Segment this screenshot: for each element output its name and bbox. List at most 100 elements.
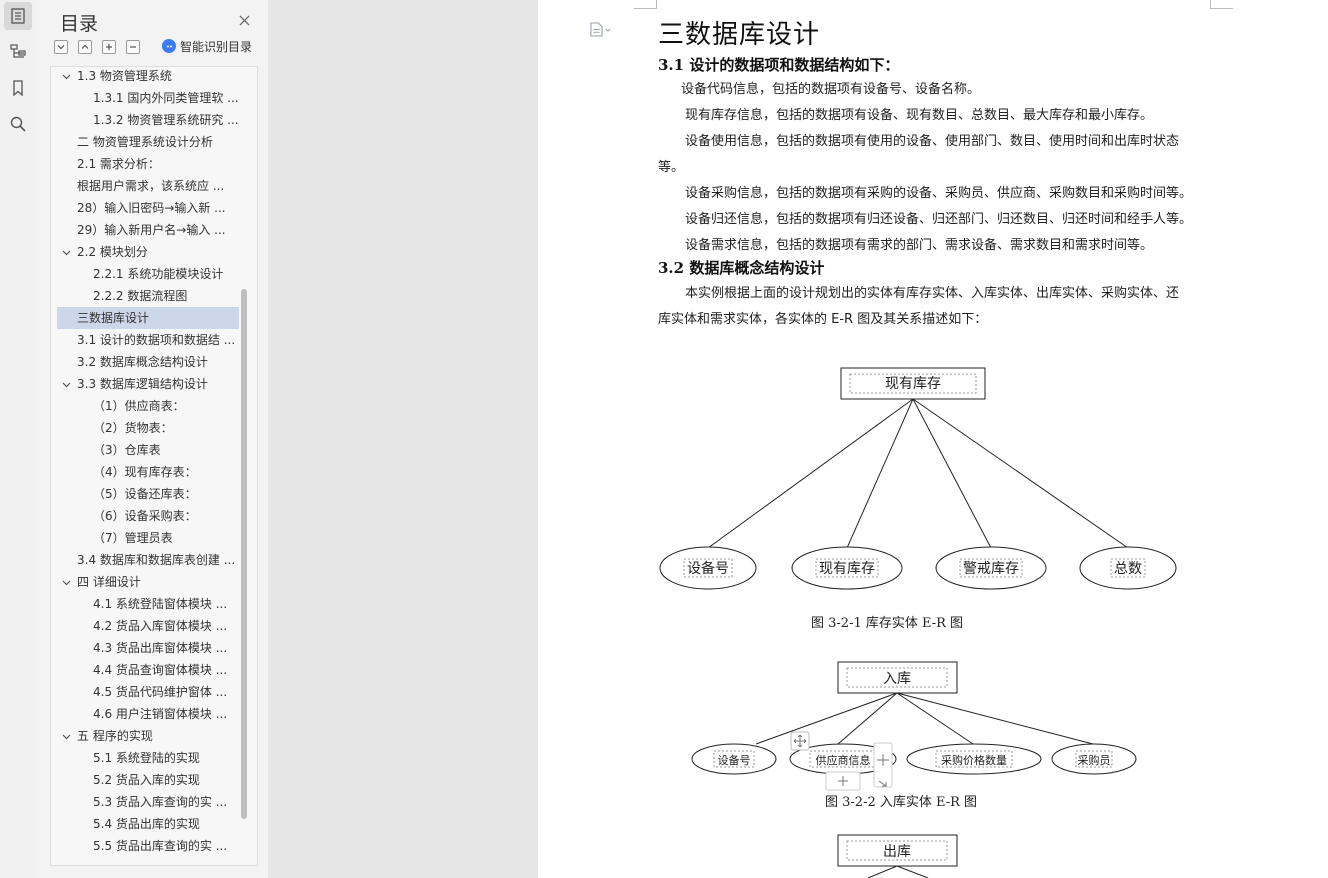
toc-item[interactable]: （4）现有库存表： bbox=[51, 461, 241, 483]
toc-item-label: 28）输入旧密码→输入新 ... bbox=[77, 201, 226, 215]
toc-item-label: 5.5 货品出库查询的实 ... bbox=[93, 839, 228, 853]
chevron-down-icon[interactable] bbox=[62, 72, 71, 81]
er-attribute-label: 采购价格数量 bbox=[941, 753, 1007, 767]
toc-item[interactable]: 五 程序的实现 bbox=[51, 725, 241, 747]
toc-item[interactable]: 4.2 货品入库窗体模块 ... bbox=[51, 615, 241, 637]
er-attribute-label: 设备号 bbox=[687, 560, 729, 577]
toc-item[interactable]: 2.1 需求分析： bbox=[51, 153, 241, 175]
toc-scrollbar-thumb[interactable] bbox=[241, 289, 247, 819]
toc-item[interactable]: 5.4 货品出库的实现 bbox=[51, 813, 241, 835]
toc-item-label: 4.2 货品入库窗体模块 ... bbox=[93, 619, 228, 633]
paragraph-menu-button[interactable] bbox=[590, 22, 611, 37]
toc-item-label: 2.1 需求分析： bbox=[77, 157, 160, 171]
toc-item[interactable]: （3）仓库表 bbox=[51, 439, 241, 461]
toc-item[interactable]: 2.2.1 系统功能模块设计 bbox=[51, 263, 241, 285]
object-handles[interactable] bbox=[790, 731, 893, 791]
toc-item-label: （5）设备还库表： bbox=[93, 487, 197, 501]
page-margin-marker bbox=[1210, 0, 1233, 9]
toc-item[interactable]: 29）输入新用户名→输入 ... bbox=[51, 219, 241, 241]
er-diagram-inventory: 现有库存 设备号 现有库存 警戒库存 总数 bbox=[659, 367, 1177, 590]
toc-item-label: 3.2 数据库概念结构设计 bbox=[77, 355, 208, 369]
add-heading-button[interactable] bbox=[102, 40, 116, 54]
paragraph: 设备需求信息，包括的数据项有需求的部门、需求设备、需求数目和需求时间等。 bbox=[685, 238, 1154, 253]
toc-item[interactable]: 4.6 用户注销窗体模块 ... bbox=[51, 703, 241, 725]
toc-item[interactable]: 5.1 系统登陆的实现 bbox=[51, 747, 241, 769]
paragraph: 设备采购信息，包括的数据项有采购的设备、采购员、供应商、采购数目和采购时间等。 bbox=[685, 186, 1193, 201]
paragraph: 设备使用信息，包括的数据项有使用的设备、使用部门、数目、使用时间和出库时状态 bbox=[685, 134, 1180, 149]
toc-item[interactable]: 4.3 货品出库窗体模块 ... bbox=[51, 637, 241, 659]
plus-icon bbox=[106, 44, 112, 50]
er-entity-box[interactable] bbox=[840, 367, 986, 400]
toc-list-container: 1.3 物资管理系统 1.3.1 国内外同类管理软 ... 1.3.2 物资管理系统… bbox=[50, 66, 258, 866]
toc-item[interactable]: 4.4 货品查询窗体模块 ... bbox=[51, 659, 241, 681]
toc-item-label: 三数据库设计 bbox=[77, 311, 150, 325]
paragraph: 本实例根据上面的设计规划出的实体有库存实体、入库实体、出库实体、采购实体、还 bbox=[685, 286, 1180, 301]
er-diagrams: 现有库存 设备号 现有库存 警戒库存 总数 入库 设备号 bbox=[659, 367, 1177, 878]
toc-item-label: 5.1 系统登陆的实现 bbox=[93, 751, 200, 765]
toc-item-label: 3.3 数据库逻辑结构设计 bbox=[77, 377, 208, 391]
toc-item-label: 4.3 货品出库窗体模块 ... bbox=[93, 641, 228, 655]
toc-item[interactable]: 根据用户需求，该系统应 ... bbox=[51, 175, 241, 197]
toc-item-label: 二 物资管理系统设计分析 bbox=[77, 135, 213, 149]
figure-caption: 图 3-2-2 入库实体 E-R 图 bbox=[825, 795, 978, 810]
toc-item[interactable]: 5.2 货品入库的实现 bbox=[51, 769, 241, 791]
toc-item[interactable]: 5.5 货品出库查询的实 ... bbox=[51, 835, 241, 857]
toc-item-label: （2）货物表： bbox=[93, 421, 173, 435]
toc-panel-button[interactable] bbox=[4, 2, 32, 30]
toc-item[interactable]: （5）设备还库表： bbox=[51, 483, 241, 505]
smart-recognize-toc-button[interactable]: 智能识别目录 bbox=[162, 38, 252, 54]
toc-item-label: 2.2.1 系统功能模块设计 bbox=[93, 267, 224, 281]
expand-all-button[interactable] bbox=[54, 40, 68, 54]
er-entity-label: 出库 bbox=[883, 844, 911, 860]
remove-heading-button[interactable] bbox=[126, 40, 140, 54]
outline-tree-icon bbox=[10, 44, 26, 58]
toc-item-label: 1.3.1 国内外同类管理软 ... bbox=[93, 91, 239, 105]
toc-item[interactable]: 2.2.2 数据流程图 bbox=[51, 285, 241, 307]
toc-item[interactable]: （2）货物表： bbox=[51, 417, 241, 439]
er-entity-label: 现有库存 bbox=[885, 376, 941, 392]
chevron-down-icon[interactable] bbox=[62, 248, 71, 257]
search-button[interactable] bbox=[4, 110, 32, 138]
navigation-pane-button[interactable] bbox=[4, 38, 32, 66]
er-diagram-stock-out: 出库 bbox=[837, 834, 958, 878]
toc-item-label: 3.4 数据库和数据库表创建 ... bbox=[77, 553, 236, 567]
close-toc-button[interactable] bbox=[236, 12, 252, 28]
toc-item[interactable]: 3.3 数据库逻辑结构设计 bbox=[51, 373, 241, 395]
toc-item[interactable]: （1）供应商表： bbox=[51, 395, 241, 417]
chevron-down-icon[interactable] bbox=[62, 578, 71, 587]
toc-item-label: 5.4 货品出库的实现 bbox=[93, 817, 200, 831]
bookmark-button[interactable] bbox=[4, 74, 32, 102]
document-icon bbox=[590, 22, 603, 37]
toc-item[interactable]: 28）输入旧密码→输入新 ... bbox=[51, 197, 241, 219]
toc-toolbar: 智能识别目录 bbox=[54, 38, 264, 56]
chevron-down-icon[interactable] bbox=[62, 732, 71, 741]
chevron-down-icon[interactable] bbox=[62, 380, 71, 389]
er-entity-box[interactable] bbox=[837, 834, 958, 867]
toc-item[interactable]: 4.1 系统登陆窗体模块 ... bbox=[51, 593, 241, 615]
toc-item[interactable]: 四 详细设计 bbox=[51, 571, 241, 593]
heading-3-1: 3.1 设计的数据项和数据结构如下： bbox=[658, 56, 900, 74]
toc-item[interactable]: 1.3.1 国内外同类管理软 ... bbox=[51, 87, 241, 109]
toc-item[interactable]: 3.1 设计的数据项和数据结 ... bbox=[51, 329, 241, 351]
toc-item[interactable]: 4.5 货品代码维护窗体 ... bbox=[51, 681, 241, 703]
toc-item-label: 3.1 设计的数据项和数据结 ... bbox=[77, 333, 236, 347]
er-entity-box[interactable] bbox=[837, 661, 958, 694]
toc-item-label: 4.5 货品代码维护窗体 ... bbox=[93, 685, 228, 699]
toc-item[interactable]: （6）设备采购表： bbox=[51, 505, 241, 527]
toc-item-label: 1.3 物资管理系统 bbox=[77, 69, 172, 83]
toc-item[interactable]: 1.3 物资管理系统 bbox=[51, 67, 241, 87]
collapse-all-button[interactable] bbox=[78, 40, 92, 54]
toc-item[interactable]: 5.3 货品入库查询的实 ... bbox=[51, 791, 241, 813]
toc-item-label: 1.3.2 物资管理系统研究 ... bbox=[93, 113, 239, 127]
toc-item[interactable]: 二 物资管理系统设计分析 bbox=[51, 131, 241, 153]
document-gutter bbox=[268, 0, 538, 878]
toc-item[interactable]: 2.2 模块划分 bbox=[51, 241, 241, 263]
bookmark-icon bbox=[13, 80, 23, 97]
toc-item[interactable]: 三数据库设计 bbox=[57, 307, 239, 329]
toc-item[interactable]: 3.4 数据库和数据库表创建 ... bbox=[51, 549, 241, 571]
search-icon bbox=[10, 116, 26, 132]
toc-item[interactable]: 1.3.2 物资管理系统研究 ... bbox=[51, 109, 241, 131]
toc-item[interactable]: 3.2 数据库概念结构设计 bbox=[51, 351, 241, 373]
toc-item-label: 4.1 系统登陆窗体模块 ... bbox=[93, 597, 228, 611]
toc-item[interactable]: （7）管理员表 bbox=[51, 527, 241, 549]
